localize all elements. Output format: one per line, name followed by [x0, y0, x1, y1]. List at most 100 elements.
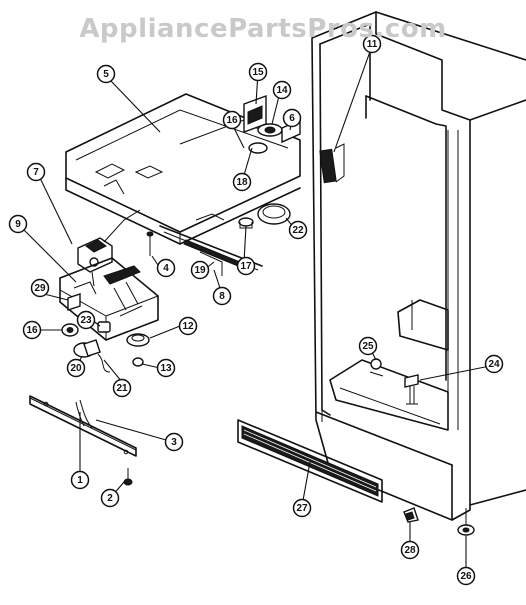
- clip-28: [403, 507, 419, 523]
- callout-22-label: 22: [292, 225, 304, 236]
- callout-25-circle: [358, 336, 378, 356]
- callout-1-label: 1: [77, 475, 83, 486]
- screw-2: [123, 468, 133, 486]
- callout-25: 25: [358, 336, 378, 356]
- callout-4: 4: [156, 258, 176, 278]
- callout-2-label: 2: [107, 493, 113, 504]
- callout-18-label: 18: [236, 177, 248, 188]
- callout-2: 2: [100, 488, 120, 508]
- callout-5-circle: [96, 64, 116, 84]
- screw-4: [146, 231, 154, 256]
- callout-24-circle: [484, 354, 504, 374]
- callout-18: 18: [232, 172, 252, 192]
- callout-5: 5: [96, 64, 116, 84]
- callout-14-circle: [272, 80, 292, 100]
- callout-7-circle: [26, 162, 46, 182]
- callout-16b-label: 16: [226, 115, 238, 126]
- callout-22: 22: [288, 220, 308, 240]
- callout-9: 9: [8, 214, 28, 234]
- callout-27: 27: [292, 498, 312, 518]
- callout-8-circle: [212, 286, 232, 306]
- callout-16b: 16: [222, 110, 242, 130]
- callout-13-circle: [156, 358, 176, 378]
- callout-3: 3: [164, 432, 184, 452]
- callout-14-label: 14: [276, 85, 288, 96]
- thermostat: [77, 209, 141, 287]
- callout-28-label: 28: [404, 545, 416, 556]
- callout-29: 29: [30, 278, 50, 298]
- bracket-1: [29, 395, 137, 457]
- callout-4-circle: [156, 258, 176, 278]
- callout-16b-circle: [222, 110, 242, 130]
- callout-8: 8: [212, 286, 232, 306]
- callout-26: 26: [456, 566, 476, 586]
- parts-17-22: [238, 203, 291, 229]
- callout-20-label: 20: [70, 363, 82, 374]
- callout-12: 12: [178, 316, 198, 336]
- callout-1-circle: [70, 470, 90, 490]
- callout-21: 21: [112, 378, 132, 398]
- callout-17-circle: [236, 256, 256, 276]
- callout-11-label: 11: [367, 39, 378, 50]
- callout-25-label: 25: [362, 341, 374, 352]
- callout-15-label: 15: [252, 67, 264, 78]
- callout-16a: 16: [22, 320, 42, 340]
- callout-18-circle: [232, 172, 252, 192]
- callout-16a-label: 16: [26, 325, 38, 336]
- callout-9-label: 9: [15, 219, 21, 230]
- callout-28-circle: [400, 540, 420, 560]
- callout-15: 15: [248, 62, 268, 82]
- callout-19-label: 19: [194, 265, 206, 276]
- callout-2-circle: [100, 488, 120, 508]
- callout-7-label: 7: [33, 167, 39, 178]
- callout-5-label: 5: [103, 69, 109, 80]
- callout-23-circle: [76, 310, 96, 330]
- callout-23: 23: [76, 310, 96, 330]
- leveling-leg: [457, 508, 475, 536]
- callout-29-circle: [30, 278, 50, 298]
- callout-3-circle: [164, 432, 184, 452]
- callout-15-circle: [248, 62, 268, 82]
- callout-14: 14: [272, 80, 292, 100]
- callout-7: 7: [26, 162, 46, 182]
- callout-6-label: 6: [289, 113, 295, 124]
- callout-26-label: 26: [460, 571, 472, 582]
- callout-29-label: 29: [34, 283, 46, 294]
- callout-13-label: 13: [160, 363, 172, 374]
- control-housing: [59, 257, 159, 341]
- callout-21-label: 21: [116, 383, 128, 394]
- watermark: AppliancePartsPros.com: [79, 14, 447, 44]
- callout-11: 11: [362, 34, 382, 54]
- callout-16a-circle: [22, 320, 42, 340]
- callout-22-circle: [288, 220, 308, 240]
- callout-8-label: 8: [219, 291, 225, 302]
- callout-9-circle: [8, 214, 28, 234]
- callout-27-circle: [292, 498, 312, 518]
- callout-23-label: 23: [80, 315, 92, 326]
- callout-19-circle: [190, 260, 210, 280]
- callout-6-circle: [282, 108, 302, 128]
- callout-3-label: 3: [171, 437, 177, 448]
- callout-28: 28: [400, 540, 420, 560]
- parts-12-13: [126, 333, 150, 367]
- callout-24: 24: [484, 354, 504, 374]
- lamp-socket: [73, 339, 111, 373]
- cabinet: [311, 11, 526, 521]
- callout-1: 1: [70, 470, 90, 490]
- callout-17: 17: [236, 256, 256, 276]
- callout-13: 13: [156, 358, 176, 378]
- callout-17-label: 17: [240, 261, 252, 272]
- callout-12-circle: [178, 316, 198, 336]
- callout-12-label: 12: [182, 321, 194, 332]
- callout-19: 19: [190, 260, 210, 280]
- toe-grille: [237, 419, 383, 503]
- callout-27-label: 27: [296, 503, 308, 514]
- parts-16-23: [61, 321, 111, 337]
- callout-26-circle: [456, 566, 476, 586]
- callout-11-circle: [362, 34, 382, 54]
- callout-4-label: 4: [163, 263, 169, 274]
- damper-control: [243, 95, 301, 154]
- callout-20-circle: [66, 358, 86, 378]
